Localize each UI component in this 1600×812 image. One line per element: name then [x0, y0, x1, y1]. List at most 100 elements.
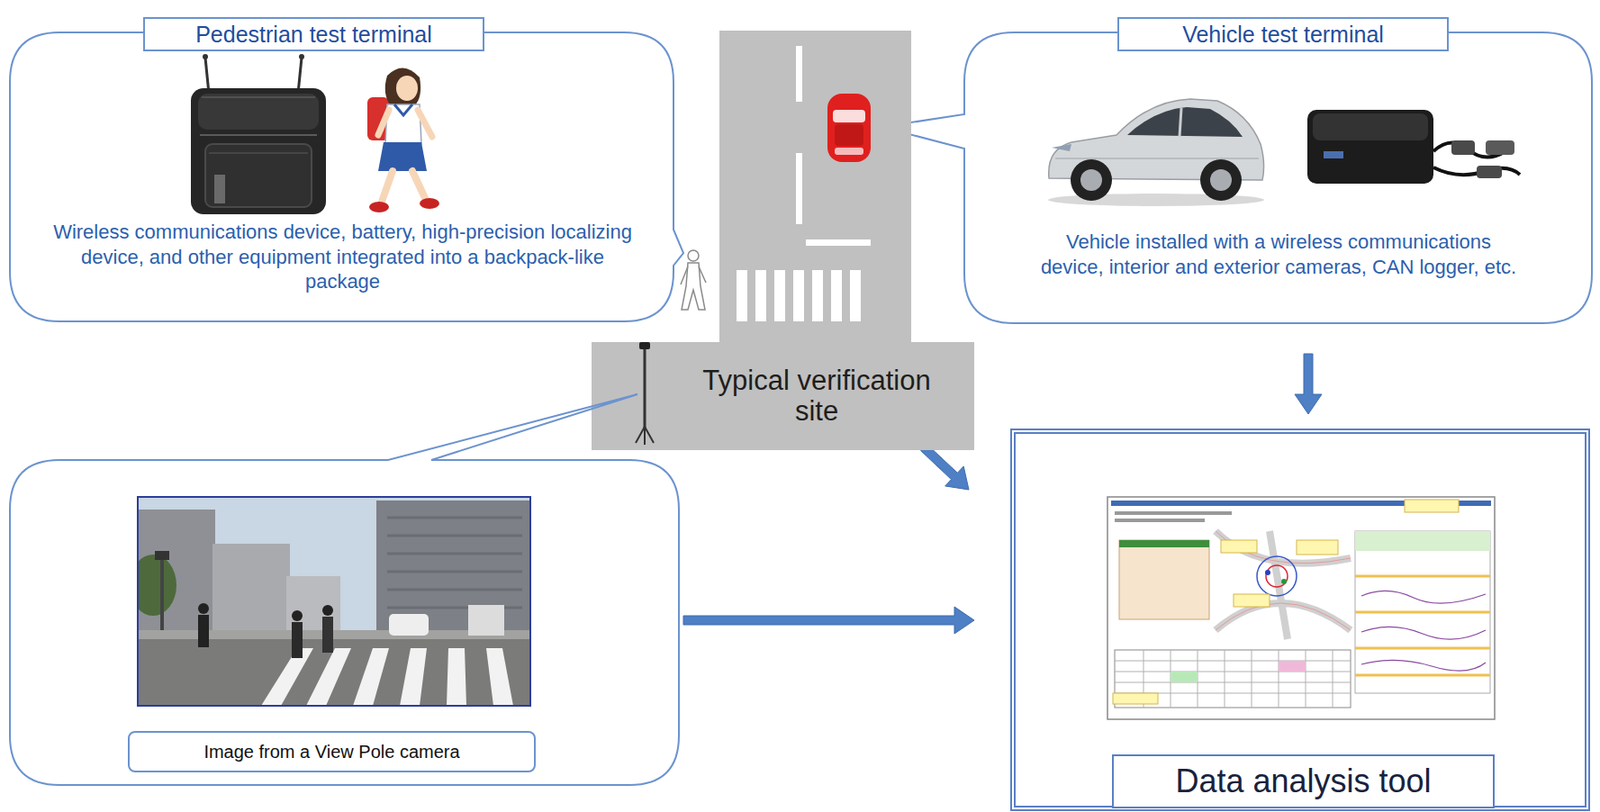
backpack-illustration-part	[205, 144, 312, 208]
camera-image-frame	[137, 497, 531, 706]
car-illustration-part	[1051, 144, 1072, 152]
tool-screenshot-part	[1265, 565, 1288, 588]
tool-frame: Data analysis tool	[1010, 428, 1591, 812]
camera-image-part	[137, 630, 531, 706]
tool-screenshot-part	[1355, 531, 1491, 694]
camera-image-part	[160, 558, 164, 636]
road-part	[795, 153, 803, 225]
tool-screenshot-part	[1112, 693, 1158, 705]
tool-screenshot-part	[1233, 594, 1270, 607]
verification-site: Typical verification site	[591, 30, 975, 451]
view-pole-icon-part	[643, 349, 647, 429]
red-car-icon-part	[827, 93, 871, 163]
tool-screenshot-part	[1361, 590, 1486, 671]
red-car-icon-part	[832, 109, 866, 123]
tool-screenshot-part	[1278, 660, 1306, 672]
site-label: Typical verification site	[681, 365, 952, 427]
camera-image-part	[291, 622, 303, 659]
tool-screenshot-part	[1114, 518, 1205, 523]
car-illustration-part	[1080, 169, 1103, 191]
tool-screenshot-part	[1265, 569, 1271, 576]
tool-screenshot	[1107, 497, 1495, 720]
tool-screenshot-part	[1215, 531, 1351, 631]
red-car-icon	[827, 93, 871, 163]
road-part	[831, 270, 842, 322]
red-car-icon-part	[834, 124, 864, 146]
camera-image-part	[198, 603, 209, 615]
car-illustration	[1048, 99, 1265, 207]
road-part	[736, 270, 748, 322]
pedestrian-icon-part	[681, 262, 706, 310]
camera-image-part	[291, 610, 303, 622]
camera-image-part	[387, 517, 523, 608]
road	[591, 30, 975, 451]
callout-body: Vehicle installed with a wireless commun…	[1035, 229, 1522, 280]
camera-image-part	[137, 497, 531, 706]
callout-outline	[9, 32, 684, 322]
callout-outline	[9, 394, 679, 786]
camera-image-part	[212, 543, 290, 634]
tool-screenshot-part	[1107, 497, 1495, 720]
road-part	[812, 270, 823, 322]
camera-image-part	[322, 616, 334, 653]
image-caption-box: Image from a View Pole camera	[127, 731, 536, 773]
block-arrow	[921, 443, 969, 490]
road-part	[755, 270, 767, 322]
tool-screenshot-part	[1355, 531, 1491, 552]
tool-label-box: Data analysis tool	[1111, 754, 1495, 809]
car-illustration-part	[1179, 108, 1182, 137]
block-arrow	[1294, 353, 1322, 415]
logger-illustration-part	[1485, 140, 1515, 155]
road-part	[793, 270, 805, 322]
callout-heading: Pedestrian test terminal	[143, 17, 485, 52]
camera-image-part	[322, 605, 334, 616]
pedestrian-illustration-part	[394, 104, 413, 116]
backpack-illustration	[190, 54, 326, 215]
road-part	[591, 342, 975, 451]
camera-image-part	[154, 551, 170, 561]
callout-bubble: Pedestrian test terminalWireless communi…	[9, 17, 674, 324]
backpack-illustration-part	[190, 88, 326, 215]
car-illustration-part	[1055, 157, 1259, 160]
car-illustration-part	[1127, 107, 1243, 137]
tool-screenshot-part	[1220, 540, 1257, 553]
backpack-illustration-part	[202, 54, 208, 60]
callout-bubble: Vehicle test terminalVehicle installed w…	[964, 17, 1592, 324]
callout-bubble: Image from a View Pole camera	[9, 459, 679, 787]
pedestrian-illustration-part	[378, 142, 427, 172]
logger-illustration	[1307, 109, 1520, 184]
logger-illustration-part	[1307, 109, 1434, 184]
pedestrian-illustration	[367, 67, 440, 213]
backpack-illustration-part	[208, 152, 308, 154]
pedestrian-icon	[680, 250, 706, 310]
backpack-illustration-part	[198, 93, 319, 130]
tool-screenshot-part	[1170, 671, 1198, 683]
callout-body: Wireless communications device, battery,…	[46, 219, 639, 295]
logger-illustration-part	[1451, 140, 1475, 155]
camera-image-part	[137, 554, 177, 616]
camera-image-part	[388, 614, 429, 636]
callout-outline	[881, 32, 1592, 324]
road-part	[849, 270, 861, 322]
car-illustration-part	[1210, 169, 1232, 191]
tool-screenshot-part	[1215, 531, 1351, 640]
backpack-illustration-part	[199, 134, 317, 136]
tool-screenshot-part	[1256, 556, 1297, 597]
pedestrian-illustration-part	[369, 201, 389, 213]
block-arrow	[683, 606, 975, 634]
pedestrian-illustration-part	[419, 198, 440, 209]
car-illustration-part	[1200, 159, 1242, 201]
tool-screenshot-part	[1119, 540, 1210, 620]
tool-screenshot-part	[1355, 576, 1491, 676]
road-part	[774, 270, 786, 322]
pedestrian-icon-part	[687, 250, 699, 262]
tool-screenshot-part	[1296, 540, 1338, 555]
car-illustration-part	[1070, 159, 1112, 201]
backpack-illustration-part	[298, 54, 305, 60]
tool-screenshot-part	[1114, 511, 1232, 516]
tool-screenshot-part	[1119, 540, 1210, 548]
backpack-illustration-part	[214, 174, 226, 204]
pedestrian-illustration-part	[378, 109, 389, 136]
camera-image-part	[198, 614, 209, 648]
